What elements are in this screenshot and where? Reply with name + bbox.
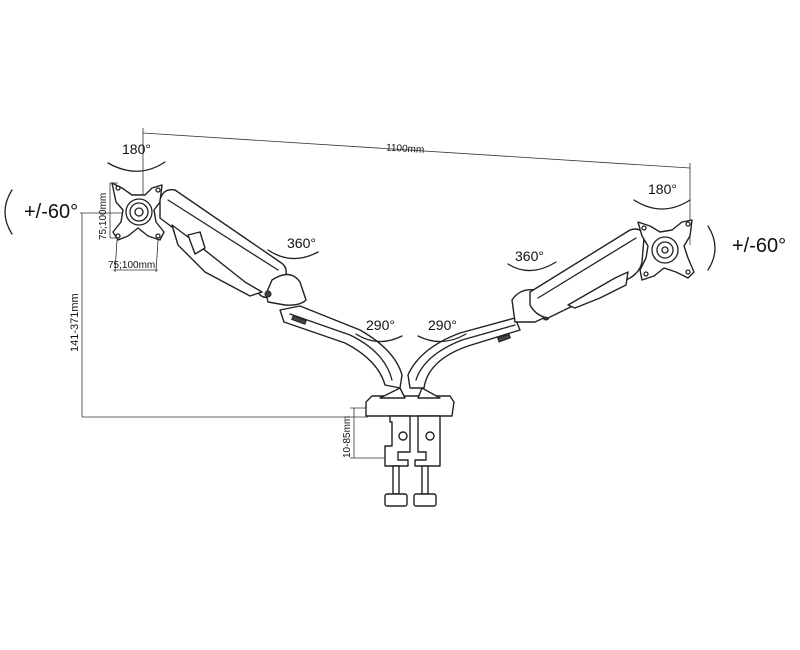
left-upper-arm: [159, 189, 287, 299]
swivel-upper-right-label: 360°: [515, 248, 544, 264]
rotation-arrows: [4, 161, 716, 343]
swivel-lower-left-label: 290°: [366, 317, 395, 333]
right-vesa-plate: [637, 219, 695, 281]
tilt-left-label: +/-60°: [24, 201, 78, 223]
swivel-lower-right-arrow: [417, 333, 467, 343]
swivel-lower-right-label: 290°: [428, 317, 457, 333]
swivel-upper-left-arrow: [267, 249, 319, 260]
rotate-left-label: 180°: [122, 141, 151, 157]
tilt-right-arrow: [707, 225, 716, 271]
vesa-vertical-label: 75;100mm: [98, 193, 109, 240]
tilt-right-label: +/-60°: [732, 235, 786, 257]
left-vesa-plate: 75;100mm 75;100mm: [98, 182, 165, 273]
clamp-label: 10-85mm: [342, 416, 353, 458]
right-clamp: [413, 415, 441, 507]
right-lower-arm: [407, 317, 521, 389]
rotate-right-arrow: [633, 199, 691, 210]
width-label: 1100mm: [386, 143, 425, 156]
width-dimension: 1100mm: [142, 128, 691, 245]
swivel-lower-left-arrow: [355, 333, 403, 343]
rotate-left-arrow: [107, 161, 166, 172]
height-label: 141-371mm: [69, 293, 81, 352]
rotate-right-label: 180°: [648, 181, 677, 197]
desk-base: [365, 387, 455, 417]
swivel-upper-left-label: 360°: [287, 235, 316, 251]
swivel-upper-right-arrow: [507, 261, 557, 272]
left-lower-arm: [279, 305, 403, 389]
left-elbow-joint: [264, 273, 307, 306]
tilt-left-arrow: [4, 189, 13, 235]
left-clamp: [384, 415, 411, 507]
right-upper-arm: [529, 228, 645, 319]
vesa-horizontal-label: 75;100mm: [108, 260, 155, 271]
